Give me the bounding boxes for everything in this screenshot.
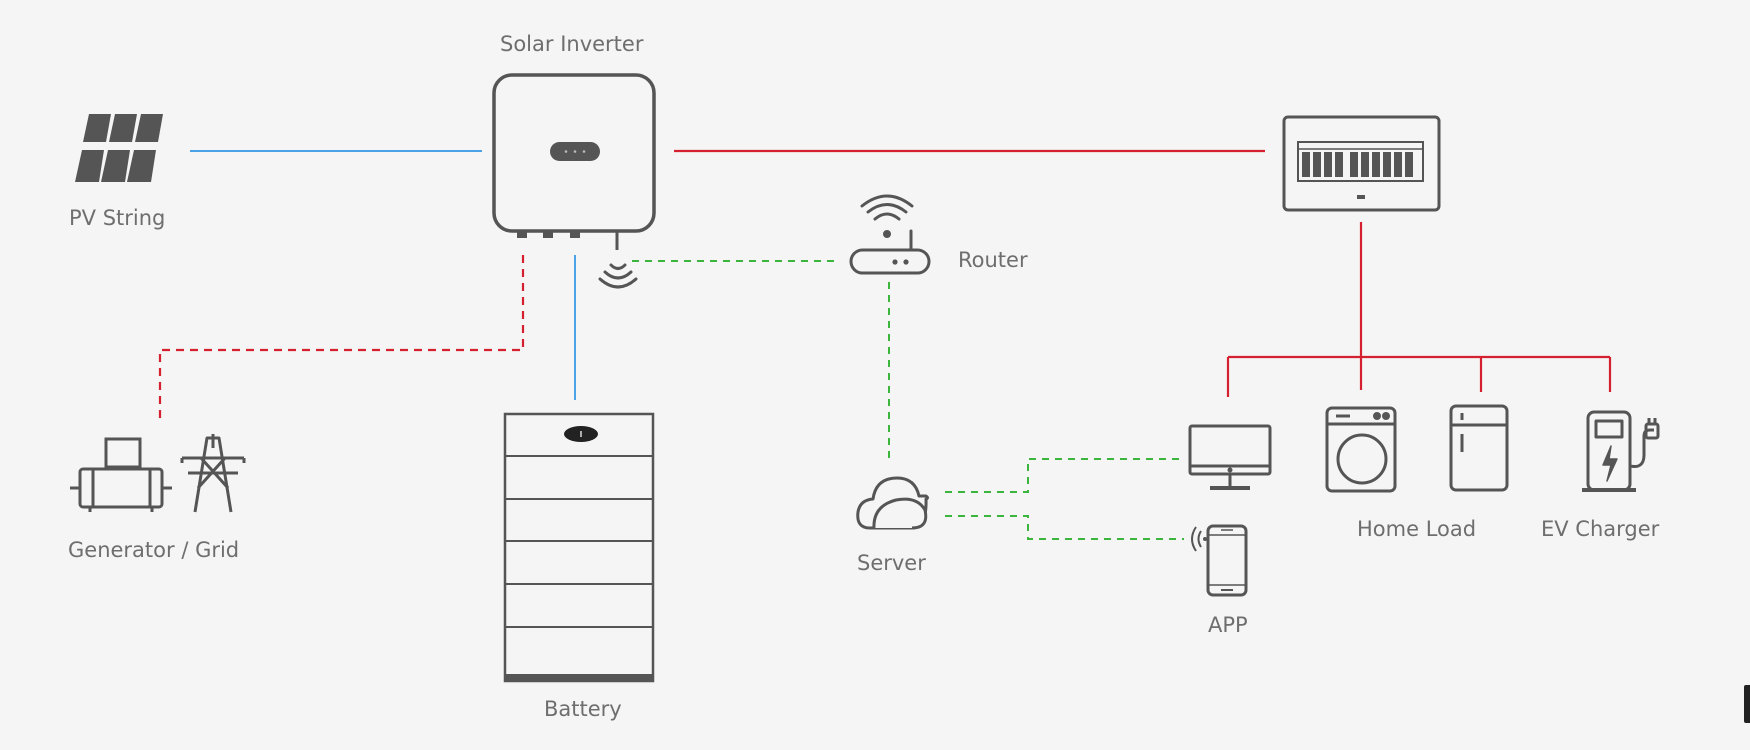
solar-panel-icon <box>75 114 163 182</box>
ac-connection-lines <box>158 149 1612 420</box>
monitor-icon <box>1188 424 1272 490</box>
inverter-icon <box>492 73 656 250</box>
server-label: Server <box>857 551 926 575</box>
generator-grid-label: Generator / Grid <box>68 538 240 562</box>
cloud-icon <box>856 476 929 530</box>
distribution-board-icon <box>1282 115 1441 212</box>
server-to-app-line <box>945 515 1184 540</box>
router-icon <box>849 194 931 275</box>
ev-charger-label: EV Charger <box>1541 517 1660 541</box>
smartphone-icon <box>1191 524 1248 597</box>
inverter-to-grid-line <box>158 255 525 420</box>
pv-string-label: PV String <box>69 206 166 230</box>
battery-label: Battery <box>544 697 622 721</box>
dc-connection-lines <box>190 150 576 400</box>
wifi-icon <box>598 263 638 289</box>
board-to-loads-line <box>1226 222 1612 397</box>
edge-marker <box>1744 685 1750 723</box>
ev-charger-icon <box>1582 410 1660 492</box>
battery-icon <box>503 412 655 683</box>
solar-inverter-label: Solar Inverter <box>500 32 644 56</box>
app-label: APP <box>1208 613 1248 637</box>
home-load-label: Home Load <box>1357 517 1477 541</box>
washing-machine-icon <box>1325 406 1397 493</box>
server-to-monitor-line <box>945 458 1185 493</box>
generator-icon <box>70 437 172 512</box>
transmission-tower-icon <box>180 434 246 513</box>
router-label: Router <box>958 248 1028 272</box>
data-connection-lines <box>632 260 1185 540</box>
refrigerator-icon <box>1449 404 1509 492</box>
